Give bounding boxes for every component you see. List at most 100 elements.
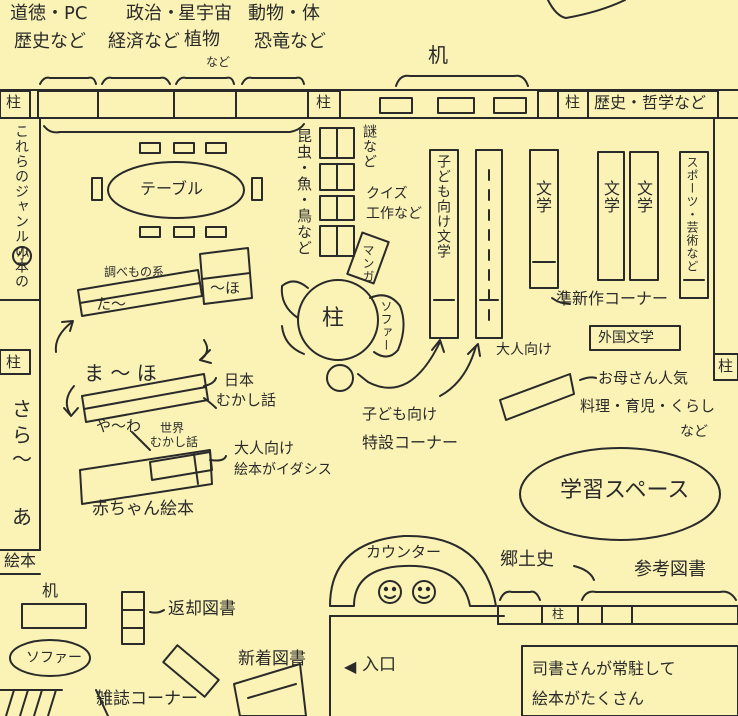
center-pillar — [297, 279, 379, 361]
bracket-3 — [175, 76, 235, 85]
pillar-box-3 — [557, 90, 589, 119]
shelf-kids-lit-2 — [475, 149, 503, 339]
genre-plants-label: 植物 — [184, 29, 220, 50]
sports-label: スポーツ・芸術など — [685, 156, 699, 273]
bracket-desk — [395, 74, 529, 87]
circle-small-label: 小 — [17, 247, 30, 261]
bubble-fragment — [547, 0, 626, 19]
notice-board — [521, 645, 738, 716]
genre-animals-label: 動物・体 — [248, 3, 320, 24]
entrance-label: 入口 — [362, 655, 396, 675]
bracket-left — [43, 123, 305, 134]
notice-line-1: 司書さんが常駐して — [532, 659, 676, 678]
picture-books-label: 絵本 — [4, 551, 37, 570]
center-pillar-label: 柱 — [322, 306, 345, 331]
genre-dinosaur-label: 恐竜など — [254, 31, 326, 52]
manga-label: マンガ — [361, 244, 375, 283]
pillar-box-2 — [307, 90, 341, 119]
sofa-arc-right — [369, 294, 405, 358]
arrow-2-head — [199, 349, 212, 364]
kana-a-label: あ — [12, 505, 32, 529]
top-desks — [379, 97, 527, 114]
ho-range-label: 〜ほ — [210, 279, 241, 297]
arrow-c2 — [439, 345, 477, 397]
mothers-label-1: お母さん人気 — [598, 369, 689, 387]
desk-bottom-label: 机 — [42, 581, 59, 600]
shelf-shiraberu — [77, 247, 253, 317]
arrow-c1-head — [431, 339, 445, 353]
shelf-insects — [319, 127, 355, 257]
local-history-label: 郷土史 — [500, 549, 554, 570]
arrow-1-head — [61, 320, 74, 332]
mothers-label-2: 料理・育児・くらし — [580, 397, 716, 415]
desk-bottom — [21, 603, 87, 629]
magazine-shelf — [162, 644, 220, 698]
returns-label: 返却図書 — [168, 599, 236, 619]
mothers-shelf — [499, 373, 575, 421]
pillar-label-3: 柱 — [565, 93, 581, 111]
arrow-3 — [65, 385, 75, 415]
entrance-arrow-icon: ◀ — [344, 657, 357, 676]
ya-wa-label: や〜わ — [96, 417, 142, 435]
magazines-label: 雑誌コーナー — [96, 689, 198, 709]
insects-label: 昆虫・魚・鳥など — [295, 128, 313, 256]
arrow-c1 — [367, 341, 441, 389]
pillar-label-bottom: 柱 — [552, 607, 565, 621]
kana-ra-label: ら — [12, 423, 32, 447]
baby-pb-label: 赤ちゃん絵本 — [92, 499, 194, 519]
shiraberu-label: 調べもの系 — [104, 265, 165, 279]
table-label: テーブル — [140, 179, 204, 198]
wave-label: 〜 — [12, 447, 32, 471]
adult-pb-label-2: 絵本がイダシス — [234, 462, 332, 478]
arrow-5 — [131, 431, 151, 451]
riddles-label: 謎など — [361, 124, 377, 169]
arrow-local — [573, 565, 595, 581]
smiley-2 — [412, 580, 436, 604]
bracket-local — [499, 590, 541, 601]
hatched-area — [0, 689, 63, 716]
world-folk-label-1: 世界 — [160, 421, 185, 435]
sofa-arc-left2 — [281, 325, 305, 355]
genre-space-label: 星宇宙 — [178, 3, 232, 24]
lit-label-3: 文学 — [634, 180, 653, 214]
shelf-lit — [529, 149, 559, 289]
japan-folk-label-1: 日本 — [224, 371, 255, 389]
shelf-kids-lit — [429, 149, 459, 339]
new-works-label: 準新作コーナー — [556, 289, 669, 308]
reference-label: 参考図書 — [634, 559, 706, 580]
arrow-4 — [203, 377, 217, 387]
counter — [329, 534, 497, 607]
sofa-bottom — [9, 639, 91, 677]
small-circle — [12, 246, 32, 266]
pillar-box-right — [713, 353, 738, 381]
bracket-4 — [241, 76, 305, 85]
mothers-label-3: など — [680, 424, 708, 440]
foreign-lit-label: 外国文学 — [598, 330, 654, 346]
adult-pb-label-1: 大人向け — [234, 439, 295, 457]
pillar-box-left — [0, 349, 31, 375]
pillar-label-2: 柱 — [316, 93, 332, 111]
genre-economics-label: 経済など — [108, 31, 180, 52]
study-space — [519, 447, 721, 541]
smiley-1 — [378, 580, 402, 604]
sofa-arc-left — [280, 280, 309, 319]
kana-sa-label: さ — [12, 397, 32, 421]
kids-special-label-2: 特設コーナー — [362, 433, 459, 452]
notice-line-2: 絵本がたくさん — [532, 689, 645, 708]
sofa-bottom-label: ソファー — [26, 650, 82, 666]
center-sofa-label: ソファー — [379, 300, 393, 352]
ta-range-label: た〜 — [96, 295, 127, 313]
left-wall-note: これらのジャンルの本の — [13, 124, 29, 289]
new-arrivals-label: 新着図書 — [238, 649, 306, 669]
study-space-label: 学習スペース — [560, 478, 690, 503]
craft-label: 工作など — [366, 206, 422, 222]
chairs — [91, 142, 263, 238]
bracket-1 — [39, 76, 97, 85]
world-folk-label-2: むかし話 — [150, 435, 199, 449]
ma-ho-label: ま 〜 ほ — [84, 361, 157, 385]
genre-morals-label: 道徳・PC — [10, 3, 88, 24]
pillar-box-1 — [0, 90, 31, 119]
arrow-3-head — [63, 407, 79, 417]
